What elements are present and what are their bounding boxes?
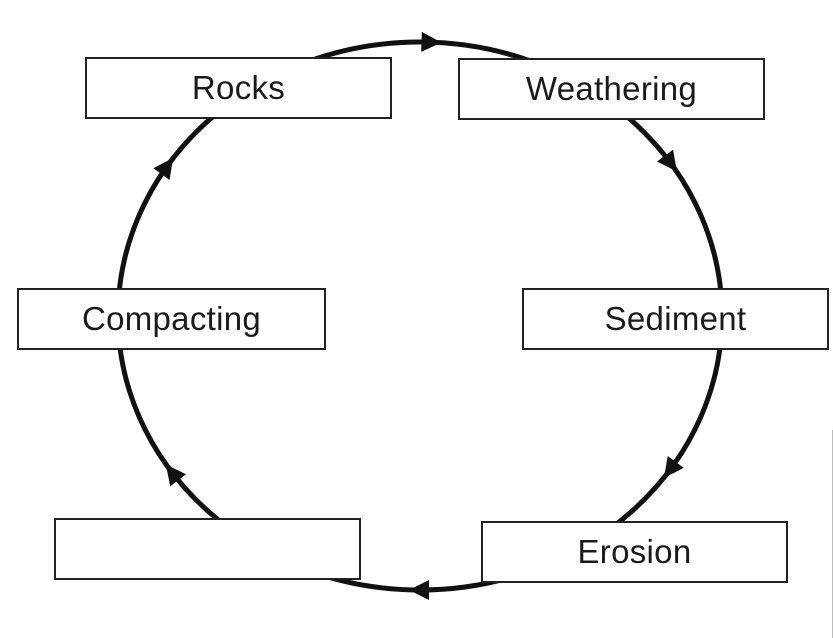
arrow-rocks-to-weathering-icon: [421, 31, 442, 52]
stage-box-erosion: Erosion: [481, 521, 788, 583]
stage-label-erosion: Erosion: [577, 533, 692, 570]
stage-label-rocks: Rocks: [191, 69, 286, 106]
stage-box-rocks: Rocks: [85, 57, 392, 119]
arrow-erosion-to-blank-icon: [409, 580, 429, 600]
stage-label-weathering: Weathering: [525, 70, 698, 107]
arrow-sediment-to-erosion-icon: [663, 456, 684, 479]
stage-box-blank-answer[interactable]: [54, 518, 361, 580]
arrow-compacting-to-rocks-icon: [153, 157, 174, 180]
stage-label-sediment: Sediment: [604, 300, 747, 337]
arrow-blank-to-compacting-icon: [165, 464, 187, 487]
arrow-weathering-to-sediment-icon: [657, 149, 677, 172]
stage-box-compacting: Compacting: [17, 288, 326, 350]
stage-box-sediment: Sediment: [522, 288, 829, 350]
stage-box-weathering: Weathering: [458, 58, 765, 120]
stage-label-compacting: Compacting: [81, 300, 262, 337]
